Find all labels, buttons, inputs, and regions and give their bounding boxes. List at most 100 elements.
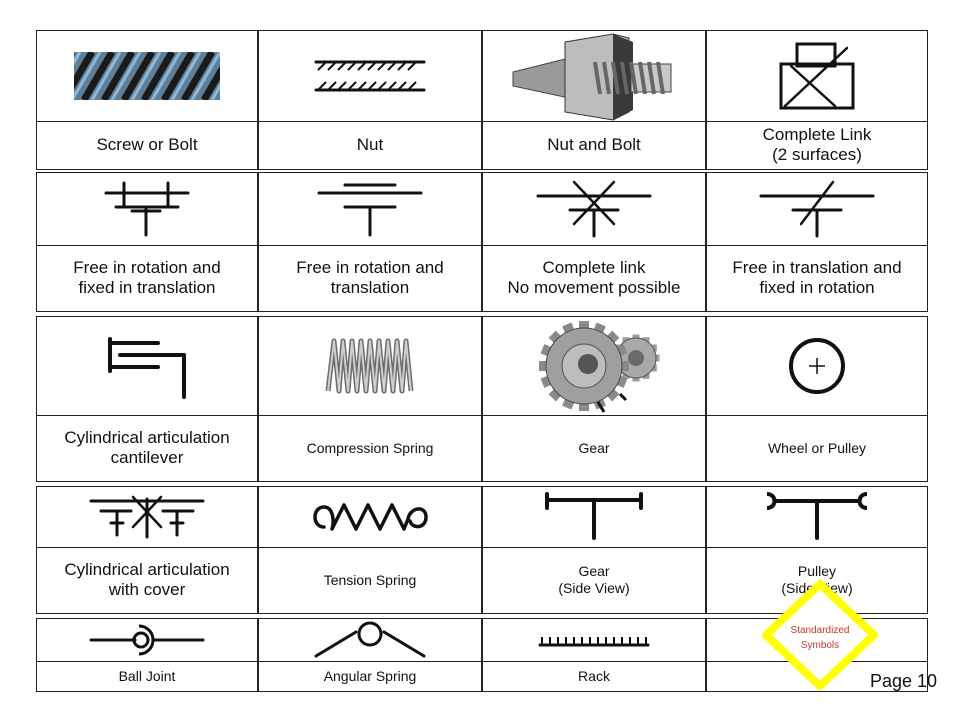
symbol-chart: Screw or Bolt Nut Nut and Bolt Complete Lin… <box>36 30 928 692</box>
nut-bolt-photo-icon <box>512 33 672 121</box>
symbol-label: Nut <box>259 121 481 169</box>
nut-symbol-icon <box>314 60 426 92</box>
standardized-symbols-badge: Standardized Symbols <box>760 580 880 690</box>
cantilever-joint-icon <box>108 337 186 399</box>
symbol-drawing <box>483 317 705 416</box>
symbol-label-line: Pulley <box>797 563 837 580</box>
rack-icon <box>538 637 650 647</box>
symbol-label-line: Free in rotation and <box>296 257 444 277</box>
symbol-drawing <box>707 173 927 246</box>
symbol-drawing <box>259 317 481 416</box>
symbol-drawing <box>707 487 927 548</box>
free-joint-icon <box>317 183 423 237</box>
badge-line-2: Symbols <box>800 639 840 651</box>
symbol-label-line: translation <box>330 278 410 297</box>
angular-spring-icon <box>314 621 426 658</box>
symbol-label-line: Ball Joint <box>118 667 176 684</box>
symbol-label: Screw or Bolt <box>37 121 257 169</box>
covered-joint-icon <box>89 495 205 539</box>
symbol-label-line: Complete Link <box>762 124 872 144</box>
symbol-drawing <box>483 31 705 122</box>
symbol-label-line: fixed in translation <box>78 278 216 297</box>
symbol-label-line: Gear <box>578 439 610 456</box>
symbol-cell-nut-and-bolt: Nut and Bolt <box>482 30 706 170</box>
symbol-label-line: Free in rotation and <box>73 257 221 277</box>
symbol-drawing <box>37 317 257 416</box>
symbol-label-line: Screw or Bolt <box>96 134 198 154</box>
symbol-drawing <box>259 619 481 662</box>
symbol-label: Rack <box>483 661 705 691</box>
symbol-label-line: Tension Spring <box>323 571 417 588</box>
symbol-drawing <box>483 173 705 246</box>
symbol-drawing <box>259 487 481 548</box>
rotation-joint-icon <box>104 181 190 237</box>
slide-joint-icon <box>759 180 875 238</box>
symbol-cell-nut: Nut <box>258 30 482 170</box>
symbol-label: Compression Spring <box>259 415 481 481</box>
symbol-drawing <box>259 173 481 246</box>
symbol-label-line: with cover <box>108 580 186 599</box>
symbol-label-line: Gear <box>578 563 610 580</box>
symbol-drawing <box>707 317 927 416</box>
gear-photo-icon <box>539 321 660 413</box>
symbol-label-line: Nut and Bolt <box>547 134 641 154</box>
symbol-drawing <box>37 31 257 122</box>
symbol-cell-complete-link-2-surfaces: Complete Link(2 surfaces) <box>706 30 928 170</box>
symbol-label-line: (Side View) <box>558 580 630 596</box>
screw-photo-icon <box>74 52 220 100</box>
symbol-label: Angular Spring <box>259 661 481 691</box>
symbol-label: Ball Joint <box>37 661 257 691</box>
symbol-cell-compression-spring: Compression Spring <box>258 316 482 482</box>
compression-spring-icon <box>325 338 414 394</box>
symbol-cell-ball-joint: Ball Joint <box>36 618 258 692</box>
symbol-label-line: Nut <box>356 134 384 154</box>
symbol-cell-tension-spring: Tension Spring <box>258 486 482 614</box>
symbol-drawing <box>259 31 481 122</box>
symbol-label-line: Wheel or Pulley <box>767 439 867 456</box>
symbol-cell-screw-or-bolt: Screw or Bolt <box>36 30 258 170</box>
symbol-label: Nut and Bolt <box>483 121 705 169</box>
symbol-drawing <box>37 173 257 246</box>
symbol-label-line: Cylindrical articulation <box>64 559 230 579</box>
symbol-label: Gear(Side View) <box>483 547 705 613</box>
symbol-label: Complete Link(2 surfaces) <box>707 121 927 169</box>
symbol-drawing <box>37 619 257 662</box>
symbol-cell-rack: Rack <box>482 618 706 692</box>
symbol-label: Wheel or Pulley <box>707 415 927 481</box>
symbol-label: Gear <box>483 415 705 481</box>
diamond-badge-icon <box>762 580 878 690</box>
symbol-label-line: Compression Spring <box>306 439 434 456</box>
symbol-label-line: (2 surfaces) <box>772 145 862 164</box>
gear-side-icon <box>545 492 643 540</box>
page-number: Page 10 <box>870 671 938 691</box>
wheel-pulley-icon <box>789 338 845 394</box>
symbol-cell-wheel-or-pulley: Wheel or Pulley <box>706 316 928 482</box>
symbol-cell-gear: Gear <box>482 316 706 482</box>
badge-text: Standardized Symbols <box>760 624 880 653</box>
ball-joint-icon <box>89 624 205 656</box>
fixed-joint-icon <box>536 180 652 238</box>
symbol-drawing <box>483 619 705 662</box>
symbol-label-line: Free in translation and <box>732 257 902 277</box>
badge-line-1: Standardized <box>790 625 850 636</box>
pulley-side-icon <box>766 492 868 540</box>
symbol-label-line: No movement possible <box>507 278 681 297</box>
complete-link-box-icon <box>779 42 855 110</box>
symbol-label-line: Complete link <box>542 257 646 277</box>
symbol-cell-pulley-side-view: Pulley(Side View) <box>706 486 928 614</box>
symbol-cell-angular-spring: Angular Spring <box>258 618 482 692</box>
tension-spring-icon <box>313 503 428 531</box>
symbol-label-line: Cylindrical articulation <box>64 427 230 447</box>
symbol-label-line: Angular Spring <box>323 667 417 684</box>
symbol-label-line: cantilever <box>110 448 184 467</box>
